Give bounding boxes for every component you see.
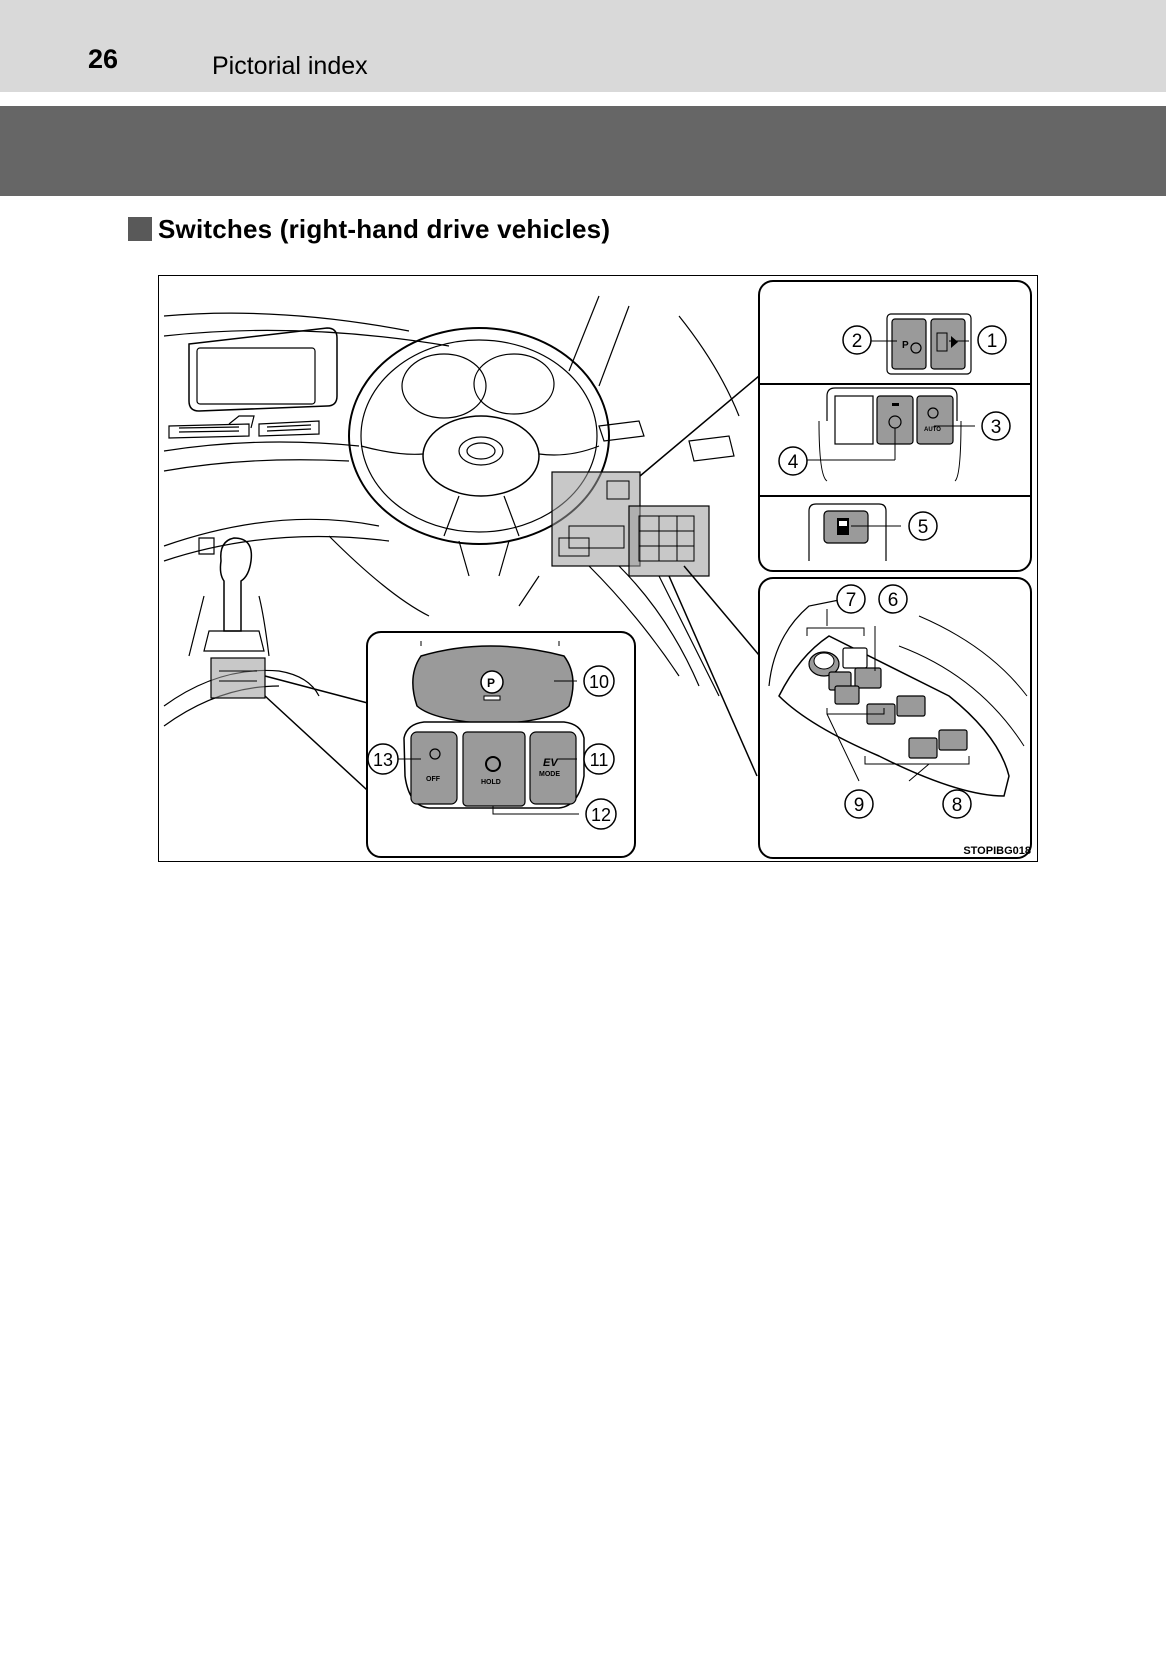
svg-text:11: 11 bbox=[590, 750, 609, 770]
callout-13: 13 bbox=[367, 743, 399, 775]
section-title: Pictorial index bbox=[212, 52, 368, 80]
svg-text:3: 3 bbox=[991, 417, 1002, 438]
mode-label: MODE bbox=[539, 771, 560, 778]
callout-7: 7 bbox=[836, 584, 866, 614]
svg-text:12: 12 bbox=[591, 805, 611, 825]
heading-text: Switches (right-hand drive vehicles) bbox=[158, 213, 611, 244]
svg-text:5: 5 bbox=[918, 517, 929, 538]
svg-text:8: 8 bbox=[952, 795, 963, 816]
panel-lower-left: P OFF HOLD EV MODE bbox=[366, 631, 636, 858]
hold-label: HOLD bbox=[481, 779, 501, 786]
svg-text:7: 7 bbox=[846, 590, 857, 611]
callout-12: 12 bbox=[585, 798, 617, 830]
switches-figure: P AUTO bbox=[158, 275, 1038, 862]
highlight-areas bbox=[210, 471, 710, 699]
section-heading: Switches (right-hand drive vehicles) bbox=[128, 214, 610, 244]
callout-5: 5 bbox=[908, 511, 938, 541]
svg-text:4: 4 bbox=[788, 452, 799, 473]
off-label: OFF bbox=[426, 776, 441, 783]
callout-11: 11 bbox=[583, 743, 615, 775]
dashboard-illustration: P AUTO bbox=[163, 280, 1032, 859]
page-number: 26 bbox=[88, 44, 119, 74]
svg-text:9: 9 bbox=[854, 795, 865, 816]
callout-8: 8 bbox=[942, 789, 972, 819]
ev-label: EV bbox=[543, 757, 559, 769]
heading-square-icon bbox=[128, 217, 152, 241]
callouts: 1 2 3 4 5 6 7 8 9 10 11 12 13 bbox=[367, 325, 1011, 830]
header-band bbox=[0, 106, 1166, 196]
parking-brake-letter: P bbox=[487, 676, 495, 690]
callout-10: 10 bbox=[583, 665, 615, 697]
callout-6: 6 bbox=[878, 584, 908, 614]
callout-4: 4 bbox=[778, 446, 808, 476]
panel-upper-right: P AUTO bbox=[758, 280, 1032, 572]
callout-9: 9 bbox=[844, 789, 874, 819]
auto-label: AUTO bbox=[924, 427, 941, 433]
svg-text:P: P bbox=[902, 340, 909, 351]
callout-2: 2 bbox=[842, 325, 872, 355]
page-header: 26 Pictorial index bbox=[0, 0, 1166, 92]
svg-text:1: 1 bbox=[987, 331, 998, 352]
figure-code: STOPIBG018 bbox=[963, 845, 1031, 857]
panel-lower-right bbox=[758, 577, 1032, 859]
callout-1: 1 bbox=[977, 325, 1007, 355]
svg-text:13: 13 bbox=[373, 750, 393, 770]
svg-text:10: 10 bbox=[589, 672, 609, 692]
svg-text:2: 2 bbox=[852, 331, 863, 352]
dashboard-sketch bbox=[163, 295, 740, 727]
svg-text:6: 6 bbox=[888, 590, 899, 611]
callout-3: 3 bbox=[981, 411, 1011, 441]
